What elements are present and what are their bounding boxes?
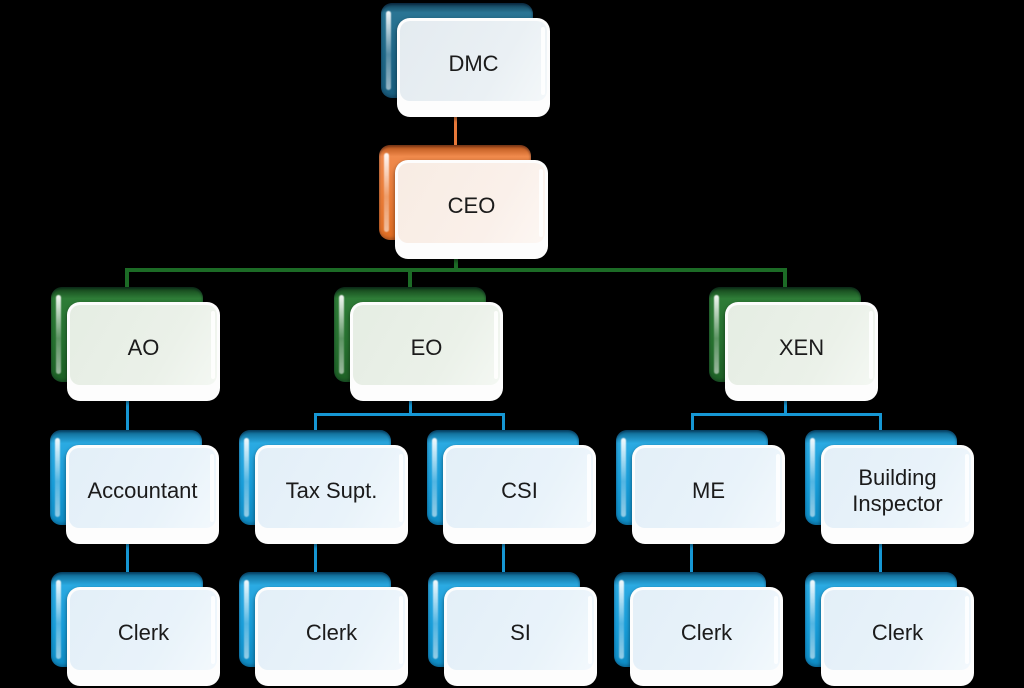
node-label: Tax Supt. <box>258 448 405 528</box>
connector-tax-supt-clerk <box>314 537 317 577</box>
connector-eo-rail <box>314 413 505 416</box>
org-node-tax-supt: Tax Supt. <box>239 430 408 544</box>
node-card: CEO <box>395 160 548 259</box>
node-label: XEN <box>728 305 875 385</box>
connector-rail-building-inspector <box>879 413 882 435</box>
org-node-ao: AO <box>51 287 220 401</box>
node-label: Clerk <box>633 590 780 670</box>
connector-dmc-ceo <box>454 100 457 148</box>
org-node-xen: XEN <box>709 287 878 401</box>
node-label: Accountant <box>69 448 216 528</box>
org-node-ceo: CEO <box>379 145 548 259</box>
node-card: CSI <box>443 445 596 544</box>
node-label: AO <box>70 305 217 385</box>
connector-rail-csi <box>502 413 505 435</box>
connector-rail-me <box>691 413 694 435</box>
node-card: AO <box>67 302 220 401</box>
node-card: Building Inspector <box>821 445 974 544</box>
connector-rail-tax-supt <box>314 413 317 435</box>
node-label: Clerk <box>824 590 971 670</box>
node-label: Clerk <box>70 590 217 670</box>
node-card: Clerk <box>630 587 783 686</box>
org-node-si: SI <box>428 572 597 686</box>
node-card: Clerk <box>821 587 974 686</box>
node-label: EO <box>353 305 500 385</box>
connector-eo-drop <box>409 395 412 415</box>
connector-building-inspector-clerk <box>879 537 882 577</box>
org-node-me: ME <box>616 430 785 544</box>
node-card: DMC <box>397 18 550 117</box>
connector-accountant-clerk <box>126 537 129 577</box>
node-card: Accountant <box>66 445 219 544</box>
connector-rail-eo <box>408 270 412 290</box>
node-label: ME <box>635 448 782 528</box>
connector-xen-drop <box>784 395 787 415</box>
node-label: DMC <box>400 21 547 101</box>
org-node-clerk-me: Clerk <box>614 572 783 686</box>
connector-ceo-drop <box>454 250 458 272</box>
node-card: Tax Supt. <box>255 445 408 544</box>
connector-rail-ao <box>125 270 129 290</box>
connector-xen-rail <box>691 413 882 416</box>
connector-ao-accountant <box>126 395 129 435</box>
org-node-clerk-tax-supt: Clerk <box>239 572 408 686</box>
node-card: XEN <box>725 302 878 401</box>
org-node-dmc: DMC <box>381 3 550 117</box>
connector-csi-si <box>502 537 505 577</box>
org-node-eo: EO <box>334 287 503 401</box>
org-node-csi: CSI <box>427 430 596 544</box>
connector-me-clerk <box>690 537 693 577</box>
node-card: ME <box>632 445 785 544</box>
node-card: EO <box>350 302 503 401</box>
node-label: CEO <box>398 163 545 243</box>
org-node-clerk-building-inspector: Clerk <box>805 572 974 686</box>
node-label: Clerk <box>258 590 405 670</box>
node-label: Building Inspector <box>824 448 971 528</box>
org-node-accountant: Accountant <box>50 430 219 544</box>
org-node-building-inspector: Building Inspector <box>805 430 974 544</box>
connector-ceo-rail <box>125 268 787 272</box>
node-card: SI <box>444 587 597 686</box>
node-card: Clerk <box>67 587 220 686</box>
org-node-clerk-accountant: Clerk <box>51 572 220 686</box>
node-label: CSI <box>446 448 593 528</box>
node-card: Clerk <box>255 587 408 686</box>
connector-rail-xen <box>783 270 787 290</box>
node-label: SI <box>447 590 594 670</box>
